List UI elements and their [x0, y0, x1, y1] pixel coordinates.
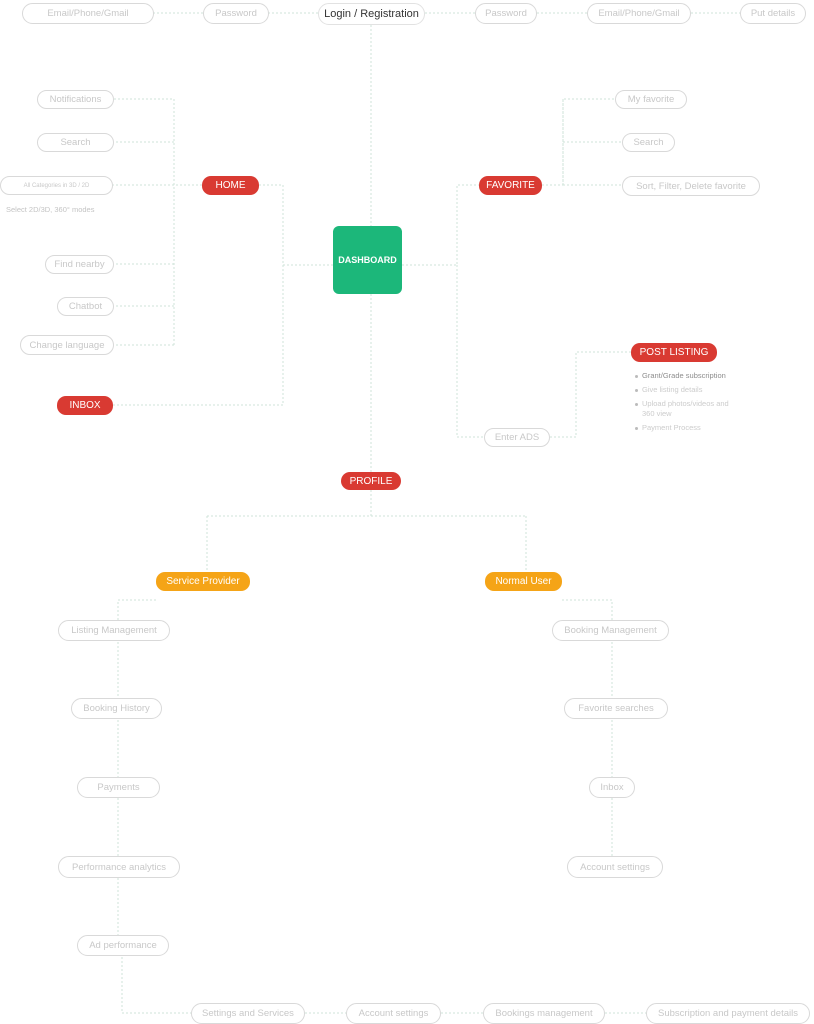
favorite-my-favorite[interactable]: My favorite [615, 90, 687, 109]
sp-booking-history[interactable]: Booking History [71, 698, 162, 719]
nu-account-settings[interactable]: Account settings [567, 856, 663, 878]
service-provider-node[interactable]: Service Provider [156, 572, 250, 591]
sp-account-settings[interactable]: Account settings [346, 1003, 441, 1024]
login-registration-node[interactable]: Login / Registration [318, 3, 425, 25]
home-find-nearby[interactable]: Find nearby [45, 255, 114, 274]
login-password-right[interactable]: Password [475, 3, 537, 24]
sp-ad-performance[interactable]: Ad performance [77, 935, 169, 956]
sp-performance-analytics[interactable]: Performance analytics [58, 856, 180, 878]
nu-inbox[interactable]: Inbox [589, 777, 635, 798]
dashboard-node[interactable]: DASHBOARD [333, 226, 402, 294]
login-password-left[interactable]: Password [203, 3, 269, 24]
sp-subscription-payment[interactable]: Subscription and payment details [646, 1003, 810, 1024]
post-listing-step: Give listing details [634, 385, 732, 395]
post-listing-step: Payment Process [634, 423, 732, 433]
login-put-details[interactable]: Put details [740, 3, 806, 24]
home-chatbot[interactable]: Chatbot [57, 297, 114, 316]
post-listing-node[interactable]: POST LISTING [631, 343, 717, 362]
profile-node[interactable]: PROFILE [341, 472, 401, 490]
normal-user-node[interactable]: Normal User [485, 572, 562, 591]
post-listing-step: Upload photos/videos and 360 view [634, 399, 732, 419]
inbox-node[interactable]: INBOX [57, 396, 113, 415]
sp-payments[interactable]: Payments [77, 777, 160, 798]
home-category-note: Select 2D/3D, 360° modes [6, 205, 95, 214]
post-listing-step: Grant/Grade subscription [634, 371, 732, 381]
favorite-search[interactable]: Search [622, 133, 675, 152]
sp-settings-services[interactable]: Settings and Services [191, 1003, 305, 1024]
post-listing-steps: Grant/Grade subscription Give listing de… [634, 371, 732, 437]
home-node[interactable]: HOME [202, 176, 259, 195]
enter-ads-node[interactable]: Enter ADS [484, 428, 550, 447]
login-email-right[interactable]: Email/Phone/Gmail [587, 3, 691, 24]
nu-favorite-searches[interactable]: Favorite searches [564, 698, 668, 719]
favorite-sort-filter[interactable]: Sort, Filter, Delete favorite [622, 176, 760, 196]
nu-booking-management[interactable]: Booking Management [552, 620, 669, 641]
home-notifications[interactable]: Notifications [37, 90, 114, 109]
home-all-categories[interactable]: All Categories in 3D / 2D [0, 176, 113, 195]
favorite-node[interactable]: FAVORITE [479, 176, 542, 195]
home-search[interactable]: Search [37, 133, 114, 152]
sp-listing-management[interactable]: Listing Management [58, 620, 170, 641]
login-email-left[interactable]: Email/Phone/Gmail [22, 3, 154, 24]
home-change-language[interactable]: Change language [20, 335, 114, 355]
sp-bookings-management[interactable]: Bookings management [483, 1003, 605, 1024]
